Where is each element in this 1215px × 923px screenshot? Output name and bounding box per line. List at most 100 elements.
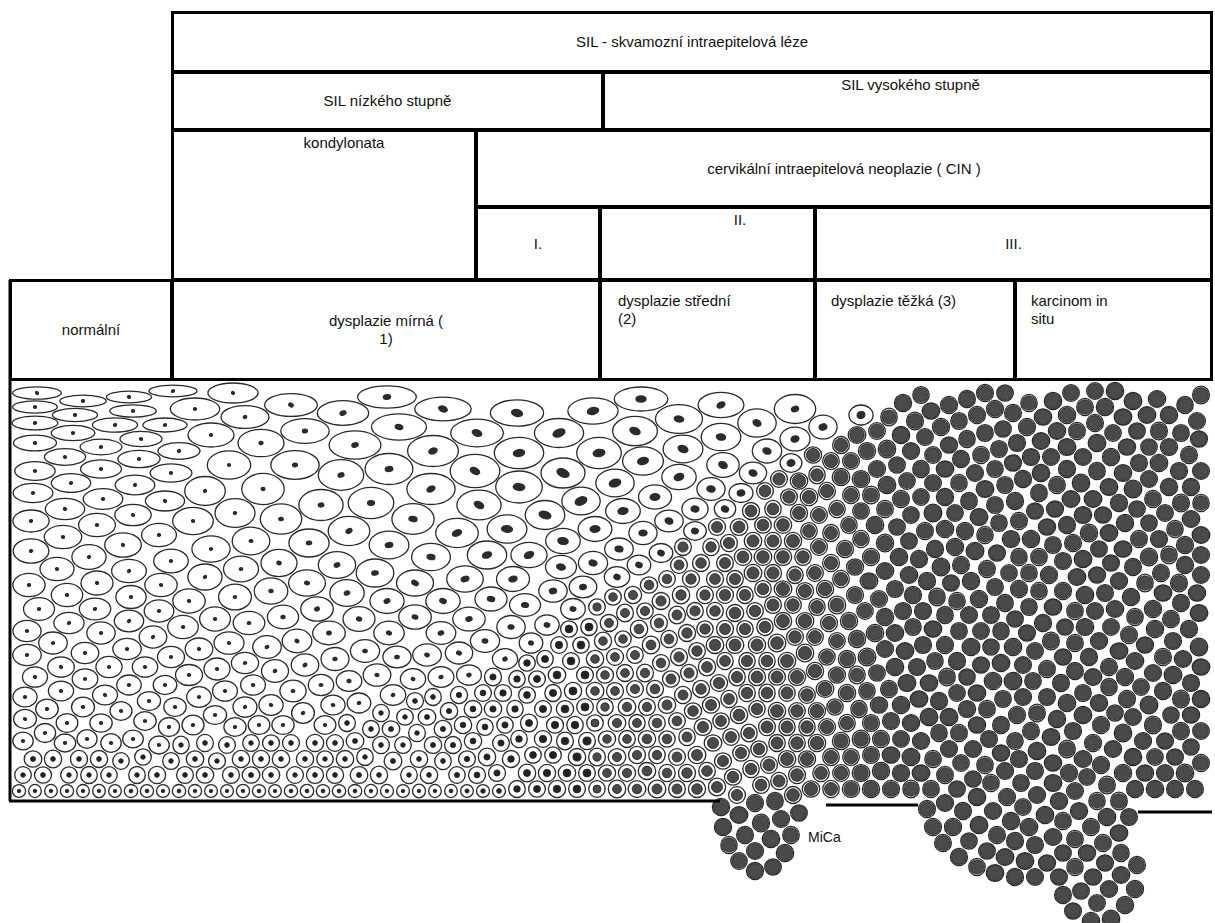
epithelial-cell xyxy=(876,534,893,552)
epithelial-cell xyxy=(44,449,85,466)
cell-nucleus xyxy=(902,534,917,549)
epithelial-cell xyxy=(1027,837,1044,854)
cell-nucleus xyxy=(862,574,877,589)
cell-nucleus xyxy=(933,559,948,574)
cell-nucleus xyxy=(954,558,969,573)
epithelial-cell xyxy=(1036,806,1053,823)
epithelial-cell xyxy=(203,706,226,725)
cell-nucleus xyxy=(32,440,38,445)
cell-nucleus xyxy=(1128,782,1143,797)
epithelial-cell xyxy=(1011,548,1027,565)
epithelial-cell xyxy=(828,596,845,614)
cell-nucleus xyxy=(1002,566,1016,580)
epithelial-cell xyxy=(755,517,772,533)
cell-nucleus xyxy=(516,736,523,743)
cell-nucleus xyxy=(1040,690,1055,705)
cell-nucleus xyxy=(986,804,1001,819)
cell-nucleus xyxy=(1099,809,1114,824)
epithelial-cell xyxy=(1009,706,1026,723)
cell-nucleus xyxy=(268,702,274,707)
cell-nucleus xyxy=(634,561,643,570)
cell-nucleus xyxy=(466,672,472,678)
epithelial-cell xyxy=(962,638,980,655)
epithelial-cell xyxy=(765,597,782,614)
cell-nucleus xyxy=(990,546,1005,561)
epithelial-cell xyxy=(967,465,984,482)
cell-nucleus xyxy=(998,596,1013,611)
epithelial-cell xyxy=(903,507,919,524)
cell-nucleus xyxy=(470,706,476,712)
cell-nucleus xyxy=(1142,550,1157,565)
epithelial-cell xyxy=(35,767,52,783)
epithelial-cell xyxy=(689,643,706,660)
cell-nucleus xyxy=(884,714,899,729)
cell-nucleus xyxy=(978,758,992,772)
epithelial-cell xyxy=(81,571,113,595)
cell-nucleus xyxy=(938,522,953,537)
cell-nucleus xyxy=(894,492,909,507)
cell-nucleus xyxy=(555,466,571,480)
epithelial-cell xyxy=(1067,602,1083,619)
cell-nucleus xyxy=(1026,674,1041,689)
epithelial-cell xyxy=(1121,809,1138,826)
epithelial-cell xyxy=(747,843,764,860)
epithelial-cell xyxy=(892,696,909,713)
cell-nucleus xyxy=(763,759,775,771)
cell-nucleus xyxy=(850,632,864,646)
epithelial-cell xyxy=(608,749,626,766)
epithelial-cell xyxy=(714,500,735,519)
cell-nucleus xyxy=(99,631,104,636)
epithelial-cell xyxy=(895,603,912,620)
cell-nucleus xyxy=(1075,551,1090,566)
cell-nucleus xyxy=(937,489,952,504)
cell-nucleus xyxy=(337,471,346,478)
cell-nucleus xyxy=(1141,697,1157,713)
cell-nucleus xyxy=(1020,626,1035,641)
cell-nucleus xyxy=(611,653,620,662)
cell-nucleus xyxy=(1138,576,1152,590)
epithelial-cell xyxy=(110,702,132,721)
epithelial-cell xyxy=(707,602,724,619)
cell-nucleus xyxy=(28,518,33,523)
epithelial-cell xyxy=(1140,548,1157,566)
cell-nucleus xyxy=(1006,456,1021,471)
epithelial-cell xyxy=(308,674,333,695)
epithelial-cell xyxy=(882,747,899,763)
epithelial-cell xyxy=(925,447,941,464)
epithelial-cell xyxy=(1091,541,1108,557)
cell-nucleus xyxy=(300,710,306,716)
epithelial-cell xyxy=(1002,813,1019,830)
epithelial-cell xyxy=(307,767,324,784)
epithelial-cell xyxy=(936,489,953,506)
cell-nucleus xyxy=(1005,673,1020,688)
epithelial-cell xyxy=(115,475,155,495)
cell-nucleus xyxy=(872,592,886,606)
cell-nucleus xyxy=(834,470,848,484)
cell-nucleus xyxy=(960,670,975,685)
cell-nucleus xyxy=(954,756,968,770)
epithelial-cell xyxy=(863,715,880,732)
epithelial-cell xyxy=(48,657,75,677)
cell-nucleus xyxy=(1118,670,1133,685)
epithelial-cell xyxy=(789,703,806,720)
cell-nucleus xyxy=(1132,456,1147,471)
epithelial-cell xyxy=(1073,883,1090,899)
epithelial-cell xyxy=(346,733,364,750)
cell-nucleus xyxy=(733,709,745,721)
epithelial-cell xyxy=(709,519,726,536)
cell-nucleus xyxy=(789,631,801,643)
epithelial-cell xyxy=(134,712,156,731)
epithelial-cell xyxy=(1020,818,1037,835)
epithelial-cell xyxy=(137,692,160,711)
epithelial-cell xyxy=(71,642,99,663)
cell-nucleus xyxy=(71,431,76,436)
epithelial-cell xyxy=(186,751,203,767)
cell-nucleus xyxy=(1069,569,1084,584)
cell-nucleus xyxy=(1132,532,1147,547)
cell-nucleus xyxy=(118,709,123,714)
cell-nucleus xyxy=(928,542,943,557)
epithelial-cell xyxy=(987,461,1003,478)
epithelial-cell xyxy=(173,589,205,613)
cell-nucleus xyxy=(662,734,672,744)
epithelial-cell xyxy=(450,454,500,487)
